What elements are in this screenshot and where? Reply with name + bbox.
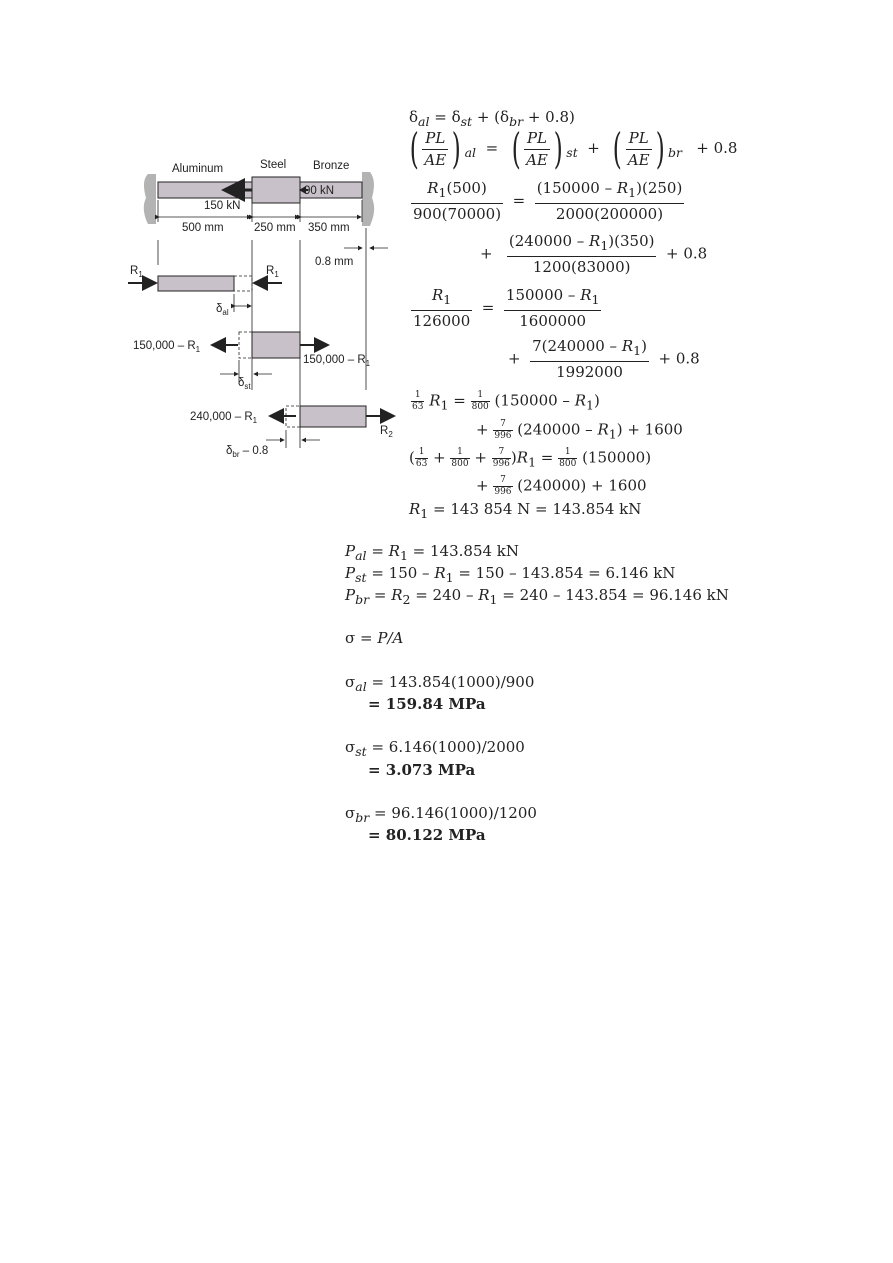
steel-bar <box>251 176 301 204</box>
r1-right-label: R1 <box>266 265 279 279</box>
compatibility-equation: δal = δst + (δbr + 0.8) <box>409 108 575 129</box>
bronze-load-label: 90 kN <box>304 185 334 197</box>
r1-left-label: R1 <box>130 265 143 279</box>
sigma-definition: σ = P/A <box>345 629 404 647</box>
delta-br-label: δbr – 0.8 <box>226 445 268 459</box>
r2-label: R2 <box>380 425 393 439</box>
sigma-al-result: = 159.84 MPa <box>368 695 486 713</box>
length-steel: 250 mm <box>254 222 296 234</box>
label-aluminum: Aluminum <box>172 163 223 175</box>
steel-fbd-left-label: 150,000 – R1 <box>133 340 201 354</box>
steel-fbd-deformation <box>238 331 253 359</box>
aluminum-fbd-deformation <box>233 275 253 292</box>
delta-st-label: δst <box>238 377 251 391</box>
steel-fbd-bar <box>251 331 301 359</box>
p-br-line: Pbr = R2 = 240 – R1 = 240 – 143.854 = 96… <box>345 586 729 607</box>
sigma-st-result: = 3.073 MPa <box>368 761 476 779</box>
left-wall <box>143 174 156 224</box>
bronze-fbd-left-label: 240,000 – R1 <box>190 411 258 425</box>
p-st-line: Pst = 150 – R1 = 150 – 143.854 = 6.146 k… <box>345 564 676 585</box>
label-steel: Steel <box>260 159 286 171</box>
steel-load-label: 150 kN <box>204 200 240 212</box>
label-bronze: Bronze <box>313 160 349 172</box>
delta-al-label: δal <box>216 303 229 317</box>
bronze-fbd-bar <box>299 405 367 428</box>
sigma-br-calc: σbr = 96.146(1000)/1200 <box>345 804 537 825</box>
equation-3: R1(500)900(70000) = (150000 – R1)(250)20… <box>411 179 685 223</box>
bronze-load-head <box>299 186 306 194</box>
free-body-diagram: Aluminum Steel Bronze 150 kN 90 kN 500 m… <box>128 159 396 459</box>
bronze-fbd-deformation <box>285 405 301 428</box>
steel-fbd-right-label: 150,000 – R1 <box>303 354 371 368</box>
length-bronze: 350 mm <box>308 222 350 234</box>
length-aluminum: 500 mm <box>182 222 224 234</box>
equation-6: + 7(240000 – R1)1992000 + 0.8 <box>508 337 700 381</box>
r1-result: R1 = 143 854 N = 143.854 kN <box>409 500 642 521</box>
gap-label: 0.8 mm <box>315 256 353 268</box>
right-wall <box>362 172 375 226</box>
sigma-st-calc: σst = 6.146(1000)/2000 <box>345 738 525 759</box>
sigma-al-calc: σal = 143.854(1000)/900 <box>345 673 535 694</box>
aluminum-fbd-bar <box>157 275 235 292</box>
equation-4: + (240000 – R1)(350)1200(83000) + 0.8 <box>480 232 708 276</box>
p-al-line: Pal = R1 = 143.854 kN <box>345 542 520 563</box>
sigma-br-result: = 80.122 MPa <box>368 826 486 844</box>
